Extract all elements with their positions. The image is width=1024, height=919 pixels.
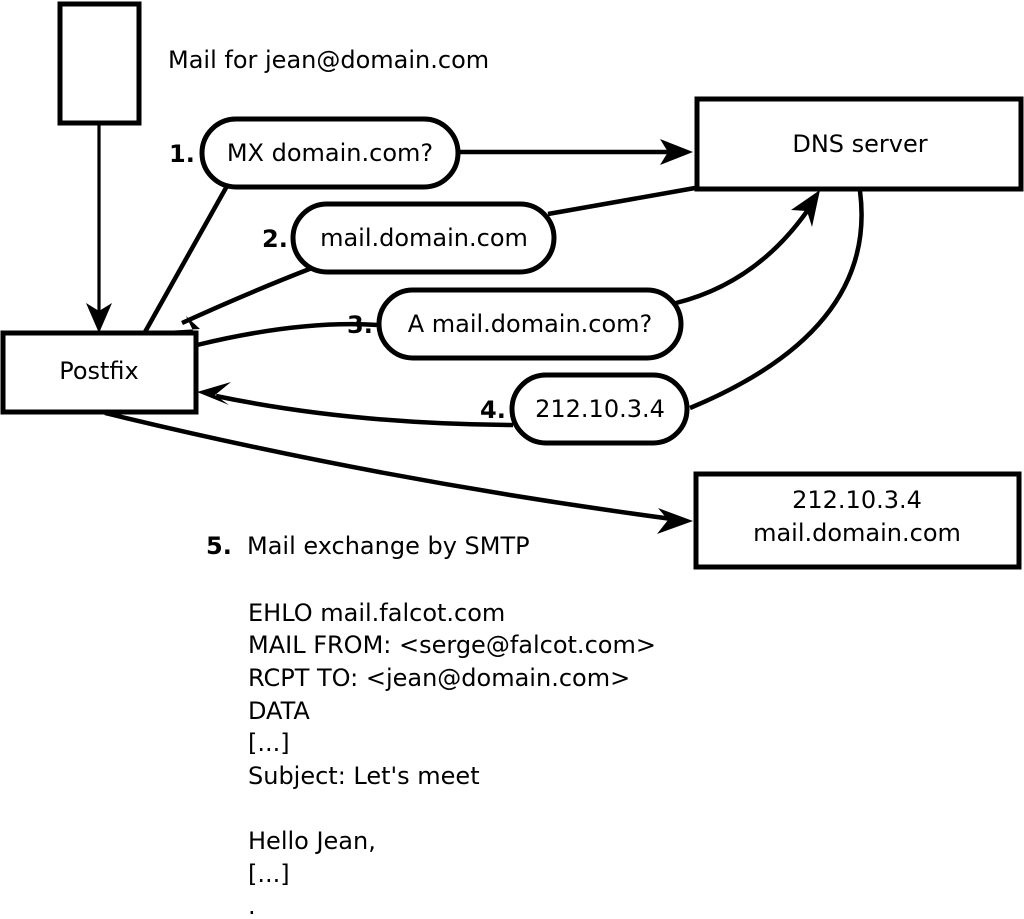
edge-step5-postfix-to-mailserver xyxy=(104,410,693,534)
node-mail-server-ip: 212.10.3.4 xyxy=(792,486,922,514)
node-mail-server: 212.10.3.4 mail.domain.com xyxy=(693,471,1022,570)
bubble-step-1: MX domain.com? xyxy=(199,116,461,190)
smtp-line-rcpt-to: RCPT TO: <jean@domain.com> xyxy=(248,664,630,692)
smtp-line-subject: Subject: Let's meet xyxy=(248,762,480,790)
bubble-step-4-label: 212.10.3.4 xyxy=(535,395,665,423)
step-number-5: 5. xyxy=(206,532,232,560)
arrowhead-step3-dns xyxy=(791,190,820,227)
smtp-line-ehlo: EHLO mail.falcot.com xyxy=(248,599,505,627)
edge-step1-query-to-dns xyxy=(460,139,693,165)
smtp-line-terminator: . xyxy=(248,892,256,919)
bubble-step-4: 212.10.3.4 xyxy=(509,372,690,446)
node-dns-server-label: DNS server xyxy=(792,130,927,158)
step-5-label: Mail exchange by SMTP xyxy=(247,532,530,560)
node-dns-server: DNS server xyxy=(694,96,1024,192)
bubble-step-2: mail.domain.com xyxy=(290,201,557,275)
node-mail-source xyxy=(57,1,142,126)
bubble-step-3-label: A mail.domain.com? xyxy=(408,310,653,338)
step-number-3: 3. xyxy=(347,311,373,339)
edge-step4-dns-to-answer xyxy=(689,190,864,411)
step-number-4: 4. xyxy=(480,396,506,424)
edge-step2-dns-to-answer xyxy=(547,185,696,217)
node-postfix: Postfix xyxy=(0,330,199,415)
bubble-step-1-label: MX domain.com? xyxy=(227,139,433,167)
arrowhead-step4-postfix xyxy=(197,382,231,405)
edge-step1-postfix-to-query xyxy=(143,184,229,334)
edge-incoming-mail xyxy=(86,124,112,333)
mail-for-note: Mail for jean@domain.com xyxy=(168,46,489,74)
smtp-line-ellipsis-2: [...] xyxy=(248,860,290,888)
arrowhead-incoming-mail xyxy=(86,303,112,333)
node-mail-server-hostname: mail.domain.com xyxy=(753,519,961,547)
bubble-step-3: A mail.domain.com? xyxy=(376,287,684,361)
arrowhead-step5-mailserver xyxy=(657,508,693,534)
smtp-line-mail-from: MAIL FROM: <serge@falcot.com> xyxy=(248,631,656,659)
edge-step3-postfix-to-query xyxy=(196,321,379,348)
edge-step3-query-to-dns xyxy=(675,190,820,306)
smtp-line-data: DATA xyxy=(248,697,310,725)
bubble-step-2-label: mail.domain.com xyxy=(320,224,528,252)
smtp-line-hello: Hello Jean, xyxy=(248,827,376,855)
smtp-line-ellipsis-1: [...] xyxy=(248,729,290,757)
step-number-1: 1. xyxy=(169,140,195,168)
node-postfix-label: Postfix xyxy=(59,357,139,385)
arrowhead-step1-dns xyxy=(660,139,693,165)
edge-step4-answer-to-postfix xyxy=(197,382,514,428)
step-number-2: 2. xyxy=(262,225,288,253)
